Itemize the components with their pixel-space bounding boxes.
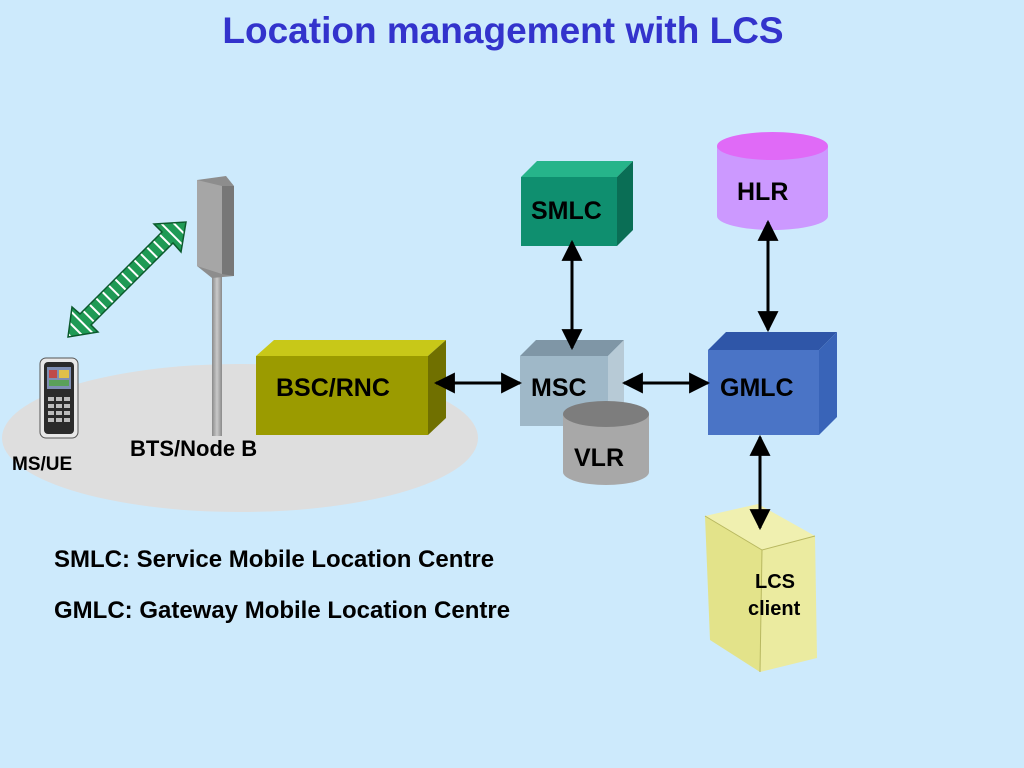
vlr-database-icon xyxy=(563,401,649,485)
phone-icon xyxy=(39,357,79,439)
hlr-label: HLR xyxy=(737,178,789,206)
gmlc-box xyxy=(708,332,837,435)
lcs-client-label-line2: client xyxy=(748,598,801,620)
smlc-definition: SMLC: Service Mobile Location Centre xyxy=(54,546,495,573)
gmlc-label: GMLC xyxy=(720,374,794,402)
lcs-client-box xyxy=(704,504,817,673)
hlr-database-icon xyxy=(717,132,828,230)
smlc-label: SMLC xyxy=(531,197,602,225)
lcs-client-label-line1: LCS xyxy=(755,571,795,593)
msc-label: MSC xyxy=(531,374,587,402)
vlr-label: VLR xyxy=(574,444,624,472)
bts-tower-icon xyxy=(197,176,234,436)
page-title: Location management with LCS xyxy=(222,10,784,51)
msc-box xyxy=(520,340,624,426)
bsc-rnc-label: BSC/RNC xyxy=(276,374,390,402)
radio-link-arrow xyxy=(67,221,187,338)
ms-label: MS/UE xyxy=(12,454,73,475)
bts-label: BTS/Node B xyxy=(130,436,258,461)
smlc-box xyxy=(521,161,633,246)
bsc-rnc-box xyxy=(256,340,446,435)
gmlc-definition: GMLC: Gateway Mobile Location Centre xyxy=(54,597,511,624)
